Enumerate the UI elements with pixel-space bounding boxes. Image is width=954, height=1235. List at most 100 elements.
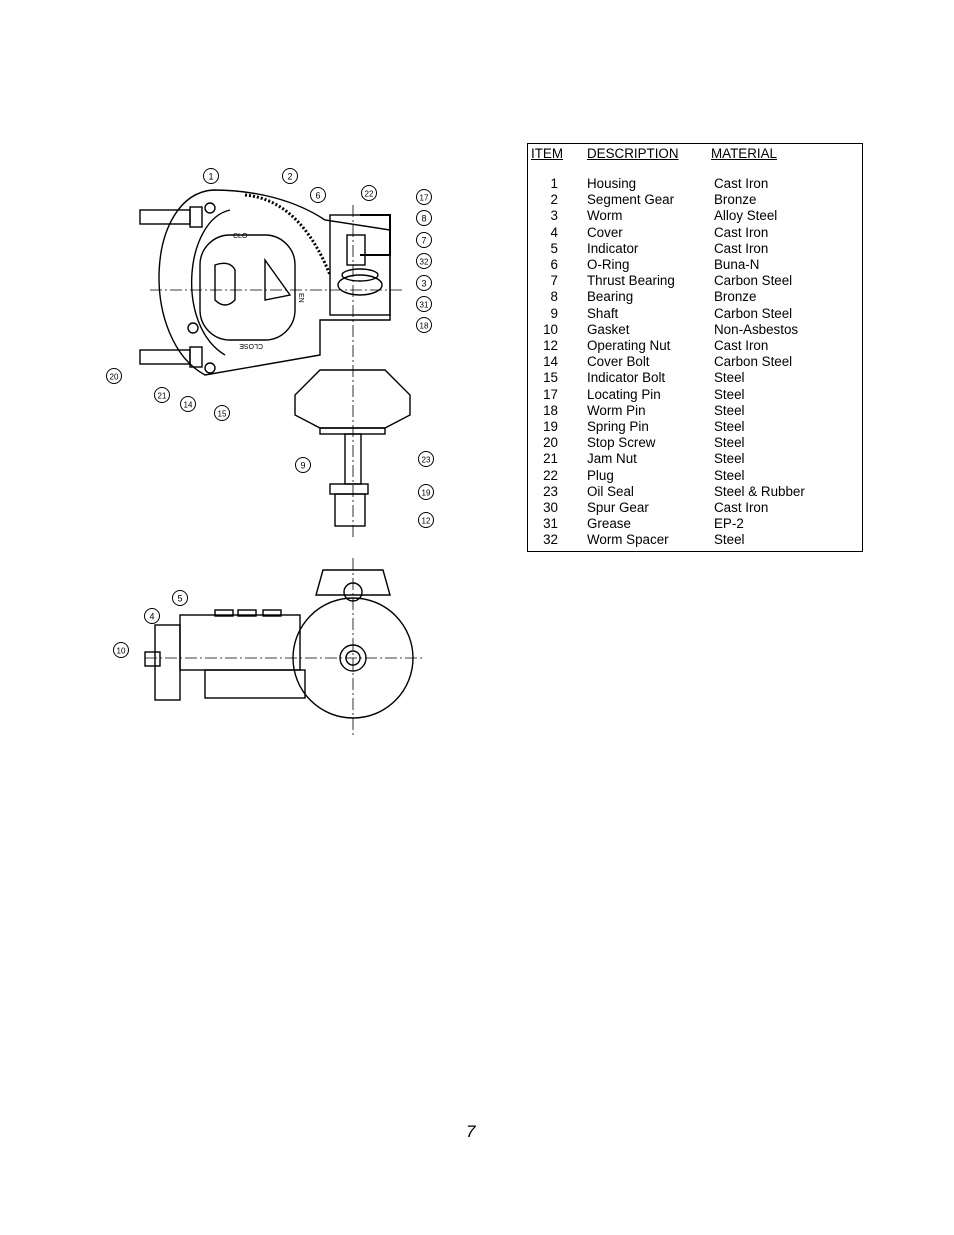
callout-circle	[106, 368, 122, 384]
material-cell: Cast Iron	[714, 176, 769, 191]
callout-circle	[144, 608, 160, 624]
item-cell: 22	[543, 467, 558, 483]
item-cell: 10	[543, 321, 558, 337]
material-cell: Cast Iron	[714, 500, 769, 515]
description-cell: Worm Pin	[587, 402, 646, 418]
callout-label: 7	[421, 236, 426, 246]
material-cell: EP-2	[714, 516, 744, 532]
callout-circle	[310, 187, 326, 203]
material-cell: Steel	[714, 435, 745, 451]
description-cell: Jam Nut	[587, 451, 637, 467]
description-cell: Worm	[587, 208, 623, 224]
item-cell: 9	[550, 305, 558, 321]
material-cell: Carbon Steel	[714, 354, 793, 370]
material-cell: Steel	[714, 402, 745, 418]
material-cell: Steel	[714, 467, 745, 483]
item-cell: 15	[543, 370, 558, 386]
header-description: DESCRIPTION	[587, 146, 679, 161]
description-cell: O-Ring	[587, 257, 630, 272]
item-cell: 32	[543, 532, 558, 548]
callout-circle	[154, 387, 170, 403]
callout-label: 6	[315, 191, 320, 201]
material-cell: Carbon Steel	[714, 273, 793, 289]
callout-circle	[416, 296, 432, 312]
material-cell: Alloy Steel	[714, 208, 778, 224]
item-cell: 17	[543, 386, 558, 402]
material-cell: Cast Iron	[714, 338, 769, 353]
table-row: 18 Worm Pin Steel	[528, 403, 862, 419]
material-cell: Non-Asbestos	[714, 321, 799, 337]
callout-label: 20	[110, 373, 119, 382]
description-cell: Plug	[587, 467, 614, 483]
callout-circle	[295, 457, 311, 473]
callout-circle	[416, 317, 432, 333]
item-cell: 8	[550, 289, 558, 305]
description-cell: Locating Pin	[587, 386, 661, 402]
material-cell: Carbon Steel	[714, 305, 793, 321]
callout-circle	[418, 484, 434, 500]
callout-label: 1	[208, 172, 213, 182]
material-cell: Bronze	[714, 192, 757, 208]
callout-label: 4	[149, 612, 154, 622]
item-cell: 30	[543, 500, 558, 515]
description-cell: Thrust Bearing	[587, 273, 675, 289]
dial-label-bottom: CLOSE	[239, 342, 263, 349]
callout-label: 17	[420, 194, 429, 203]
material-cell: Steel	[714, 532, 745, 548]
callout-circle	[416, 253, 432, 269]
item-cell: 6	[550, 257, 558, 272]
item-cell: 12	[543, 338, 558, 353]
item-cell: 23	[543, 483, 558, 499]
item-cell: 14	[543, 354, 558, 370]
item-cell: 1	[550, 176, 558, 191]
item-cell: 5	[550, 240, 558, 256]
page-number: 7	[466, 1122, 476, 1141]
callout-label: 3	[421, 279, 426, 289]
description-cell: Segment Gear	[587, 192, 675, 208]
callout-circle	[180, 396, 196, 412]
description-cell: Oil Seal	[587, 483, 634, 499]
callout-label: 21	[158, 392, 167, 401]
callout-label: 15	[218, 410, 227, 419]
callout-circle	[172, 590, 188, 606]
item-cell: 18	[543, 402, 558, 418]
item-cell: 7	[550, 273, 558, 289]
callout-label: 12	[422, 517, 431, 526]
callout-circle	[361, 185, 377, 201]
callout-circle	[416, 275, 432, 291]
material-cell: Steel	[714, 451, 745, 467]
callout-circle	[416, 210, 432, 226]
description-cell: Cover	[587, 224, 623, 240]
callout-circle	[416, 232, 432, 248]
callout-circle	[203, 168, 219, 184]
item-cell: 19	[543, 419, 558, 434]
callout-circle	[418, 512, 434, 528]
material-cell: Bronze	[714, 289, 757, 305]
callout-label: 10	[117, 647, 126, 656]
callout-circle	[416, 189, 432, 205]
header-item: ITEM	[531, 146, 563, 161]
callout-label: 32	[420, 258, 429, 267]
description-cell: Grease	[587, 516, 631, 532]
table-row: 22 Plug Steel	[528, 468, 862, 484]
callout-label: 2	[287, 172, 292, 182]
dial-label-side: EN	[297, 293, 304, 303]
callout-label: 19	[422, 489, 431, 498]
callout-circle	[113, 642, 129, 658]
